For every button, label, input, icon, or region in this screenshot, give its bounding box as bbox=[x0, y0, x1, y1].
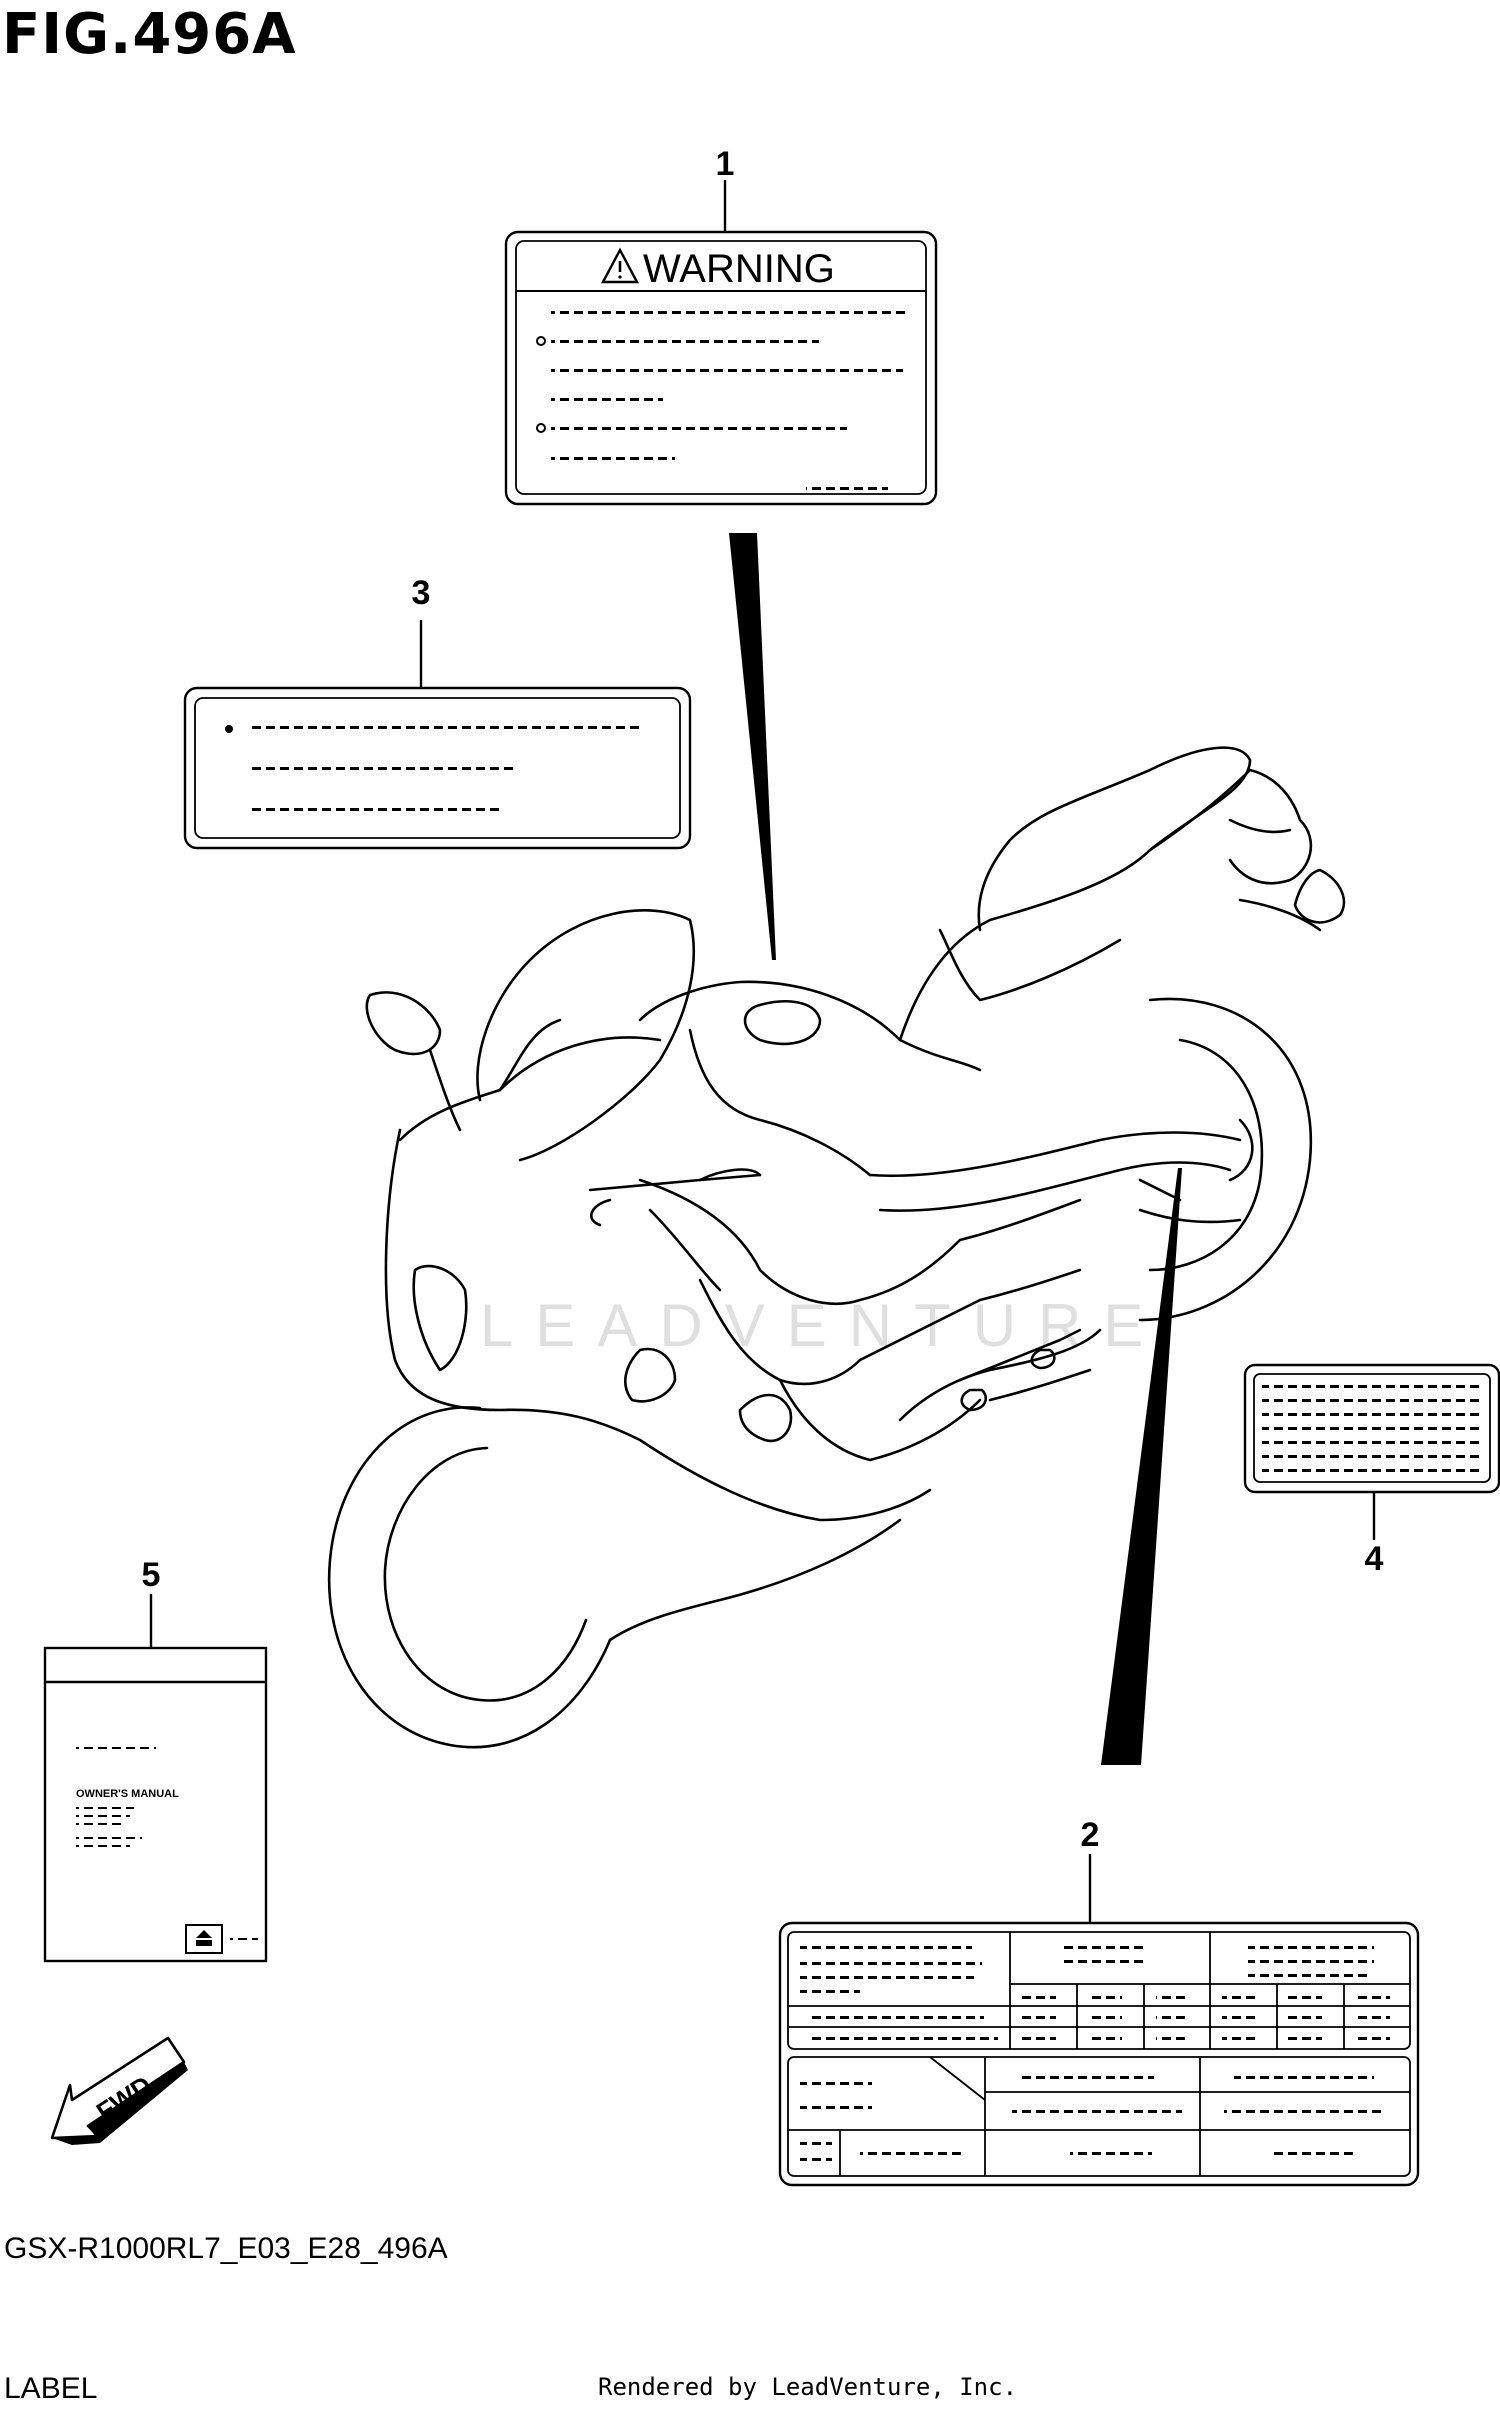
leader-wedge-1 bbox=[729, 533, 776, 960]
owners-manual-booklet bbox=[43, 1646, 268, 1963]
model-code: GSX-R1000RL7_E03_E28_496A bbox=[4, 2232, 448, 2265]
credit-text: Rendered by LeadVenture, Inc. bbox=[598, 2373, 1018, 2401]
spec-label-lines bbox=[800, 1946, 1390, 2161]
figure-title: FIG.496A bbox=[2, 2, 297, 67]
spec-label-grid bbox=[788, 1932, 1410, 2176]
manual-icon bbox=[185, 1924, 223, 1954]
watermark: LEADVENTURE bbox=[480, 1292, 1165, 1359]
callout-4: 4 bbox=[1365, 1540, 1384, 1578]
warning-triangle-icon bbox=[601, 247, 639, 284]
leader-wedges bbox=[729, 533, 1182, 1765]
info-label-lines bbox=[225, 725, 641, 811]
info-label bbox=[183, 686, 692, 850]
callouts: 1 2 3 4 5 bbox=[142, 145, 1384, 1854]
callout-3: 3 bbox=[412, 574, 431, 612]
callout-leaders bbox=[149, 180, 1376, 1923]
callout-5: 5 bbox=[142, 1556, 161, 1594]
leader-wedge-2 bbox=[1101, 1168, 1182, 1765]
warning-label bbox=[504, 230, 938, 506]
warning-label-lines bbox=[536, 311, 908, 490]
small-label-lines bbox=[1262, 1385, 1481, 1472]
callout-2: 2 bbox=[1081, 1816, 1100, 1854]
warning-heading: WARNING bbox=[643, 247, 835, 291]
owners-manual-lines bbox=[76, 1747, 258, 1940]
watermark-text: LEADVENTURE bbox=[480, 1292, 1165, 1359]
callout-1: 1 bbox=[716, 145, 735, 183]
motorcycle-illustration bbox=[327, 746, 1346, 1749]
fwd-arrow-icon bbox=[50, 2036, 188, 2145]
owners-manual-title: OWNER'S MANUAL bbox=[76, 1788, 179, 1800]
spec-label bbox=[778, 1921, 1420, 2187]
small-label bbox=[1243, 1363, 1500, 1494]
section-name: LABEL bbox=[4, 2372, 98, 2405]
